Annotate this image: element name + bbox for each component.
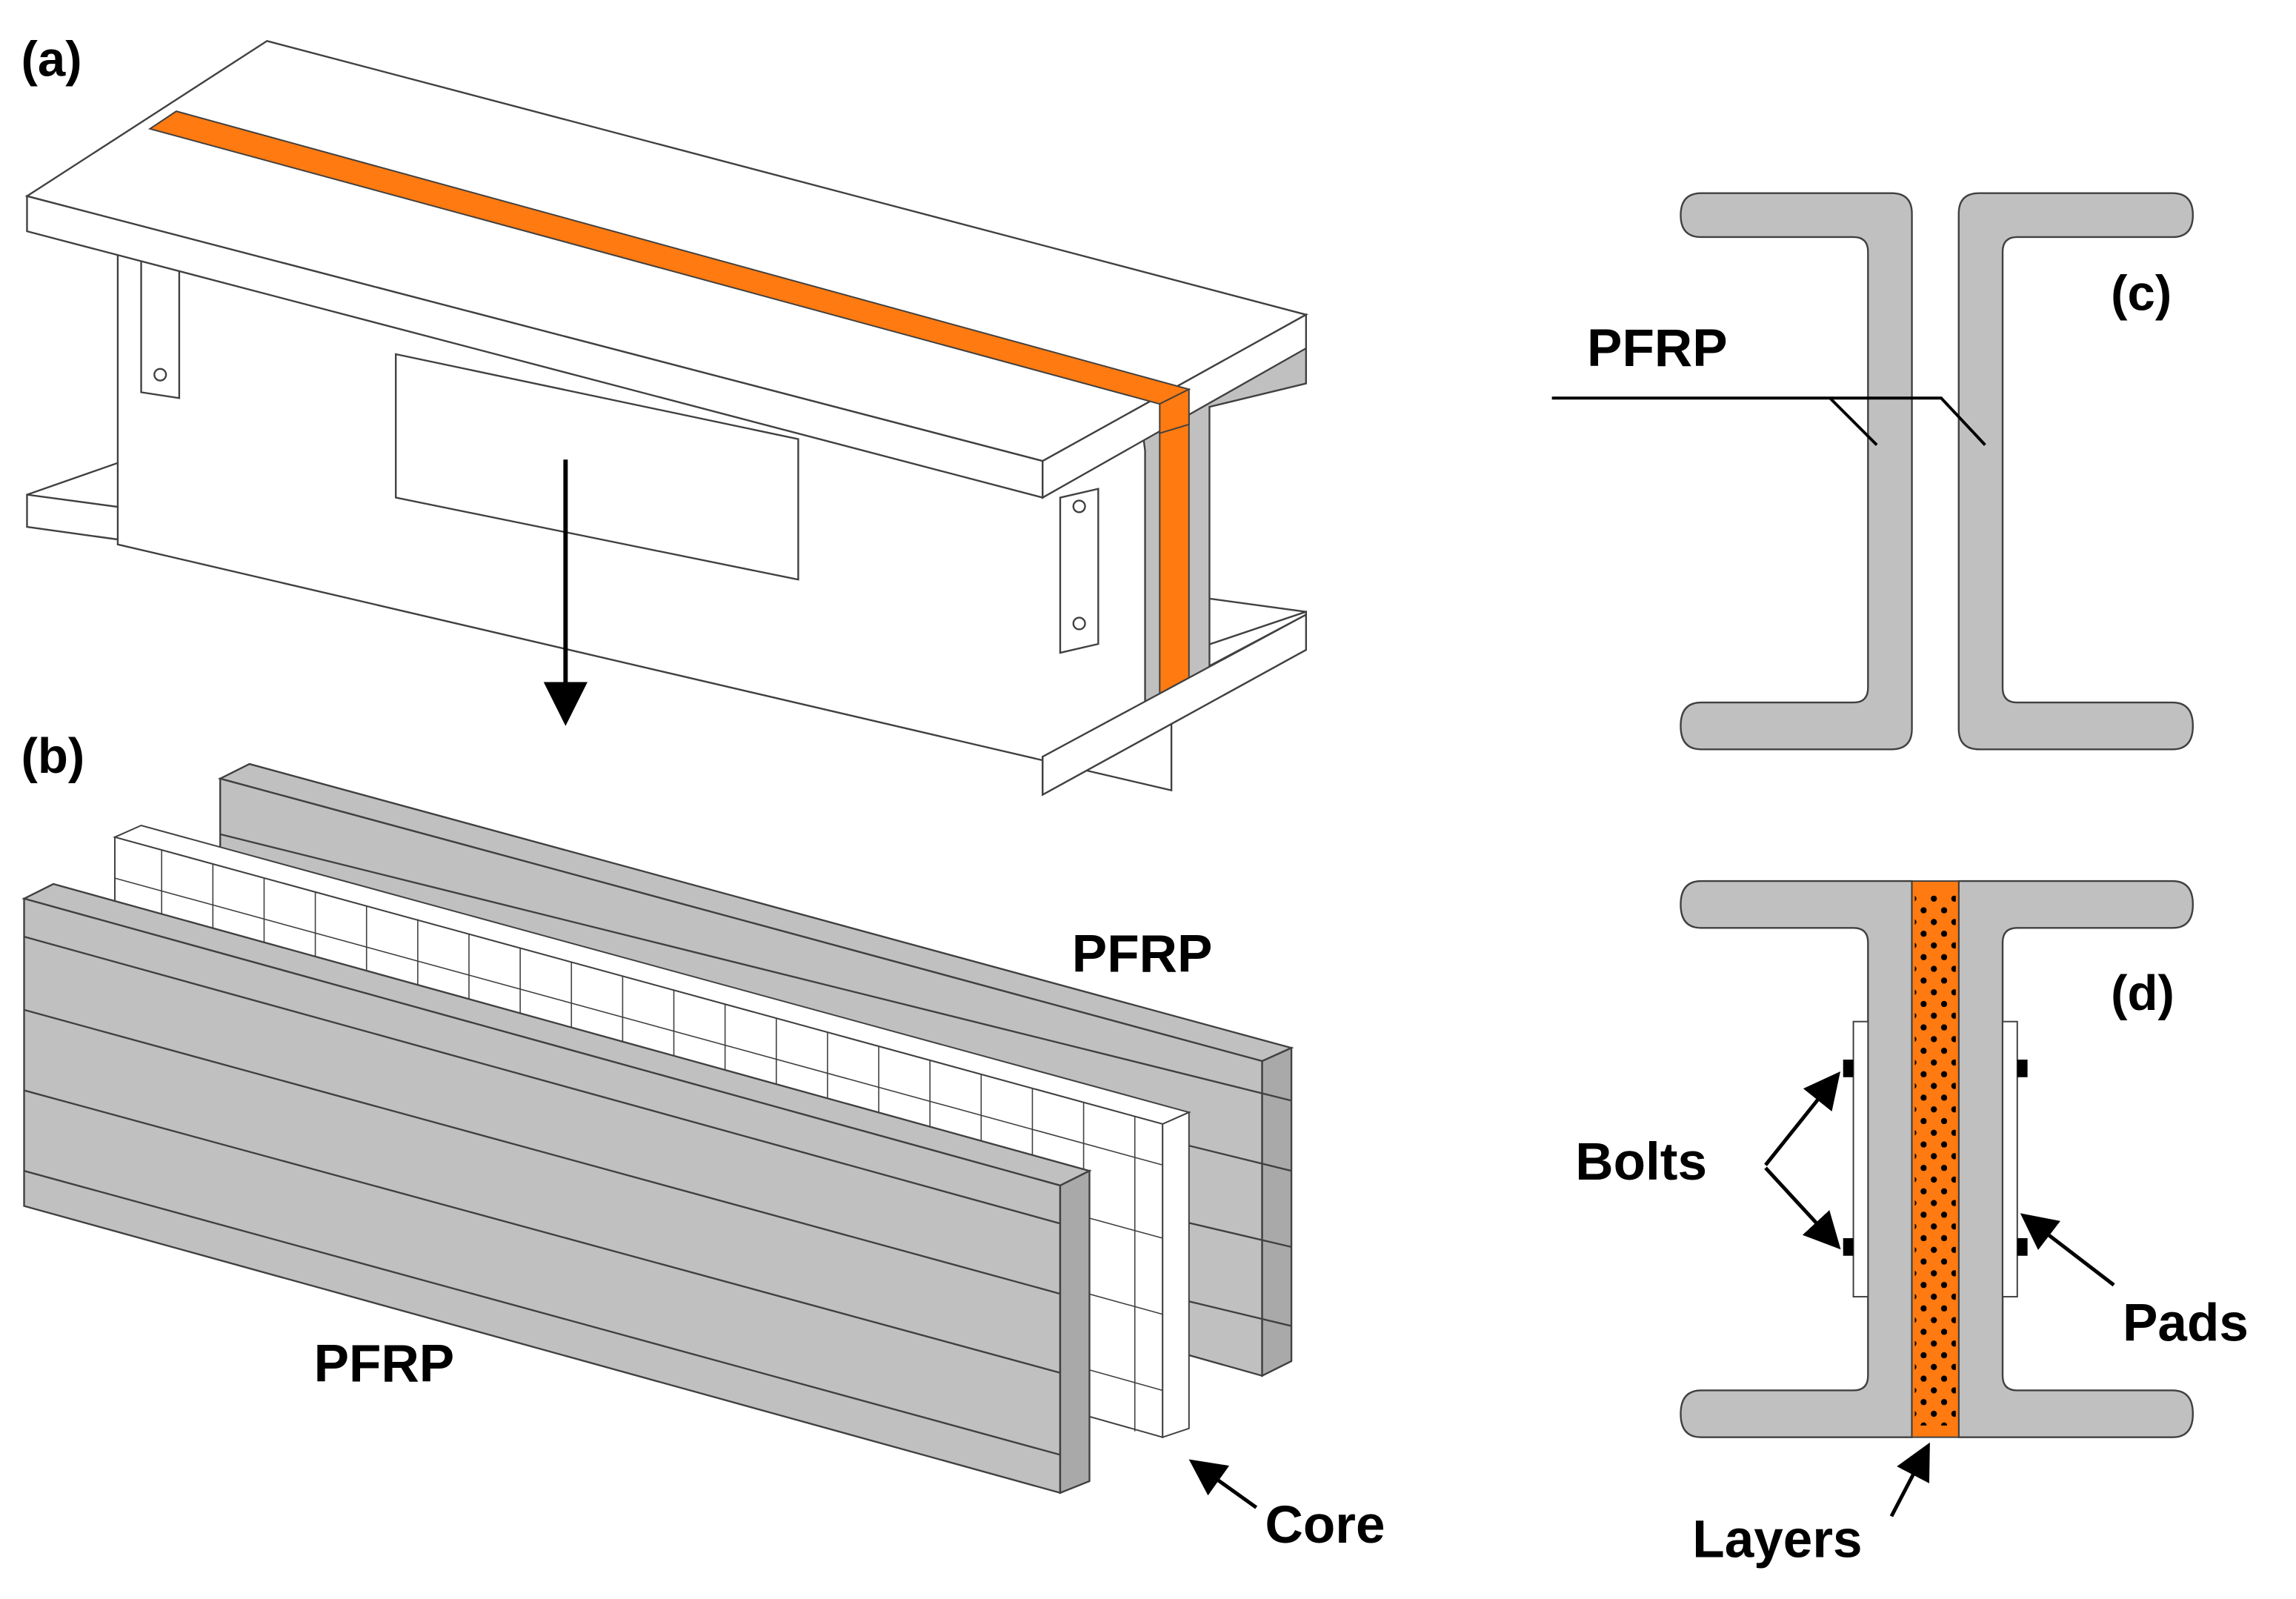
left-channel-joined xyxy=(1680,880,1913,1438)
bolt-head-left-upper xyxy=(1843,1060,1854,1077)
end-orange-layer xyxy=(1159,385,1190,726)
core-pointer-arrow xyxy=(1188,1459,1258,1509)
pfrp-c-leader xyxy=(1551,396,1986,446)
pfrp-back-label: PFRP xyxy=(1072,925,1213,984)
pfrp-front-label: PFRP xyxy=(314,1335,455,1394)
panel-b-label: (b) xyxy=(21,728,85,784)
panel-b: (b) xyxy=(21,728,1385,1555)
panel-d: (d) Bolts Pads Layers xyxy=(1575,880,2249,1569)
layers-label: Layers xyxy=(1692,1511,1862,1569)
pfrp-panel-front xyxy=(21,882,1092,1495)
pfrp-c-label: PFRP xyxy=(1587,319,1728,378)
panel-d-label: (d) xyxy=(2111,965,2174,1021)
end-plate-right xyxy=(1059,488,1099,654)
core-label: Core xyxy=(1265,1496,1385,1555)
right-channel-joined xyxy=(1957,880,2194,1438)
bolt-head-right-upper xyxy=(2017,1060,2028,1077)
bolt-head-right-lower xyxy=(2017,1238,2028,1256)
top-orange-edge xyxy=(1159,388,1190,434)
bolts-label: Bolts xyxy=(1575,1133,1707,1191)
pfrp-c-leader-branch xyxy=(1829,396,1878,446)
bolt-head-left-lower xyxy=(1843,1238,1854,1256)
panel-a: (a) xyxy=(21,32,1308,797)
right-channel-section xyxy=(1957,192,2194,751)
pad-right xyxy=(2002,1020,2018,1298)
bolts-pointer-lower xyxy=(1764,1166,1841,1250)
layers-pointer-arrow xyxy=(1889,1442,1930,1517)
bonded-layers-dots xyxy=(1914,895,1956,1426)
pads-label: Pads xyxy=(2123,1294,2249,1352)
left-channel-section xyxy=(1680,192,1913,751)
panel-a-label: (a) xyxy=(21,32,82,87)
pads-pointer-arrow xyxy=(2020,1213,2115,1287)
pad-left xyxy=(1852,1020,1869,1298)
panel-c-label: (c) xyxy=(2111,266,2172,322)
panel-c: (c) PFRP xyxy=(1551,192,2194,751)
bolts-pointer-upper xyxy=(1764,1071,1841,1166)
end-plate-left xyxy=(140,256,181,399)
bottom-flange-front xyxy=(1042,613,1308,797)
